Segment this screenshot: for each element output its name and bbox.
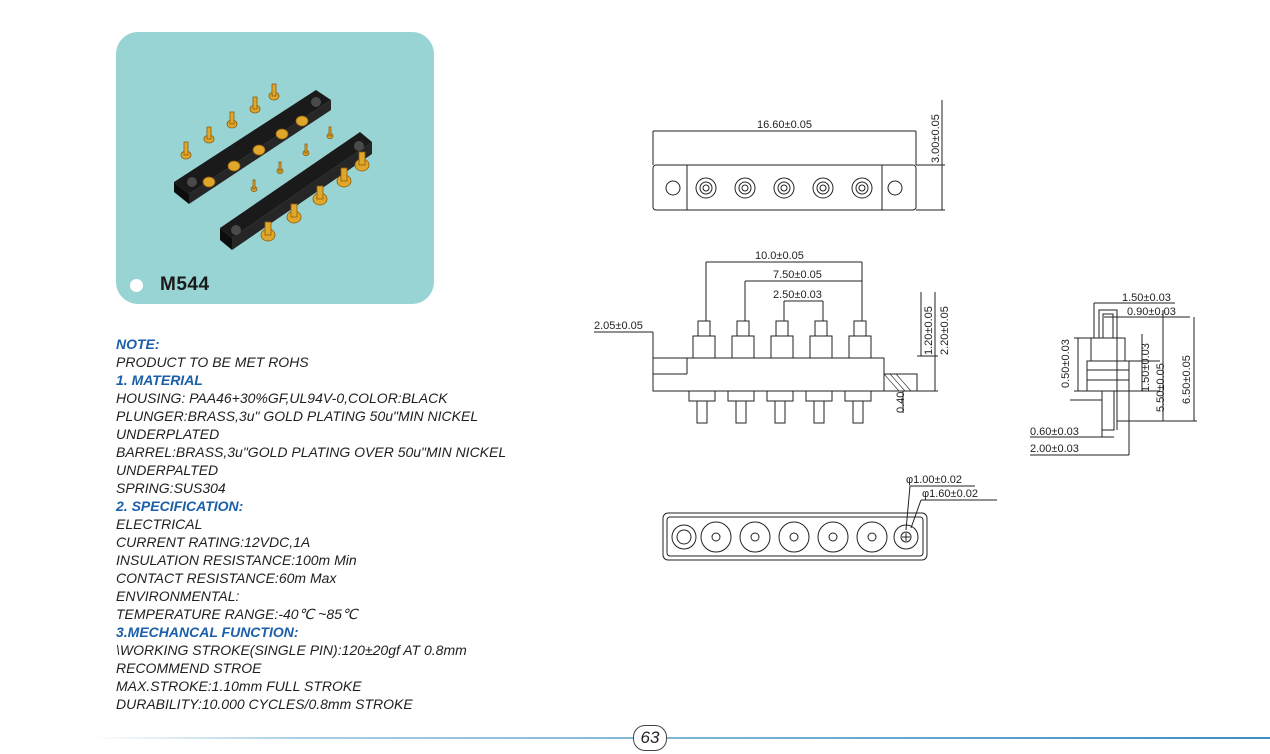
note-line: PLUNGER:BRASS,3u" GOLD PLATING 50u"MIN N… — [116, 408, 479, 424]
note-line: BARREL:BRASS,3u"GOLD PLATING OVER 50u"MI… — [116, 444, 507, 460]
dim-pitch-inner: 2.50±0.03 — [773, 289, 822, 301]
dim-pitch-outer: 10.0±0.05 — [755, 250, 804, 262]
side-view — [1030, 302, 1197, 456]
dim-side-w3: 0.60±0.03 — [1030, 426, 1079, 438]
dim-hole-d1: φ1.00±0.02 — [906, 474, 962, 486]
model-row: M544 — [130, 274, 210, 296]
note-line: HOUSING: PAA46+30%GF,UL94V-0,COLOR:BLACK — [116, 390, 448, 406]
dim-side-h1: 0.50±0.03 — [1060, 339, 1072, 388]
top-view-pins — [695, 177, 873, 199]
dim-top-length: 16.60±0.05 — [757, 119, 812, 131]
dim-top-height: 3.00±0.05 — [930, 114, 942, 163]
dim-side-w1: 1.50±0.03 — [1122, 292, 1171, 304]
note-line: UNDERPALTED — [116, 462, 219, 478]
dim-height-a: 1.20±0.05 — [923, 306, 935, 355]
note-line: PRODUCT TO BE MET ROHS — [116, 354, 309, 370]
dim-side-h4: 6.50±0.05 — [1181, 355, 1193, 404]
dim-side-w4: 2.00±0.03 — [1030, 443, 1079, 455]
note-line: INSULATION RESISTANCE:100m Min — [116, 552, 357, 568]
note-line: CURRENT RATING:12VDC,1A — [116, 534, 311, 550]
dim-side-h3: 5.50±0.05 — [1155, 363, 1167, 412]
top-view — [652, 100, 945, 211]
dim-left-offset: 2.05±0.05 — [594, 320, 643, 332]
note-line: RECOMMEND STROE — [116, 660, 262, 676]
dim-hole-d2: φ1.60±0.02 — [922, 488, 978, 500]
note-line: ELECTRICAL — [116, 516, 203, 532]
bullet-dot-icon — [130, 278, 143, 292]
pogo-pin-connector-photo — [174, 83, 372, 250]
note-heading: 3.MECHANCAL FUNCTION: — [116, 624, 299, 640]
front-view-pins — [688, 320, 872, 424]
note-line: \WORKING STROKE(SINGLE PIN):120±20gf AT … — [116, 642, 467, 658]
note-line: MAX.STROKE:1.10mm FULL STROKE — [116, 678, 362, 694]
dim-pitch-mid: 7.50±0.05 — [773, 269, 822, 281]
note-heading: 1. MATERIAL — [116, 372, 203, 388]
note-line: UNDERPLATED — [116, 426, 220, 442]
note-heading: 2. SPECIFICATION: — [116, 498, 244, 514]
front-pins — [250, 126, 370, 242]
model-label: M544 — [160, 274, 210, 295]
note-heading: NOTE: — [116, 336, 160, 352]
dim-side-w2: 0.90±0.03 — [1127, 306, 1176, 318]
dim-bottom-gap: 0.40 — [895, 392, 907, 413]
front-view — [594, 261, 938, 424]
dimension-labels: 16.60±0.05 3.00±0.05 10.0±0.05 7.50±0.05… — [594, 114, 1193, 500]
page-number-badge: 63 — [633, 725, 667, 751]
page-number: 63 — [640, 728, 660, 747]
back-pins — [180, 83, 309, 188]
dim-side-h2: 1.50±0.03 — [1140, 343, 1152, 392]
note-line: CONTACT RESISTANCE:60m Max — [116, 570, 337, 586]
note-line: TEMPERATURE RANGE:-40℃ ~85℃ — [116, 606, 358, 622]
note-line: ENVIRONMENTAL: — [116, 588, 240, 604]
note-line: SPRING:SUS304 — [116, 480, 226, 496]
product-photo-card: M544 — [116, 32, 434, 304]
footer-rule — [90, 737, 1270, 739]
bottom-view — [662, 485, 997, 561]
spec-notes: NOTE: PRODUCT TO BE MET ROHS 1. MATERIAL HO… — [116, 335, 576, 713]
note-line: DURABILITY:10.000 CYCLES/0.8mm STROKE — [116, 696, 413, 712]
dim-height-b: 2.20±0.05 — [939, 306, 951, 355]
